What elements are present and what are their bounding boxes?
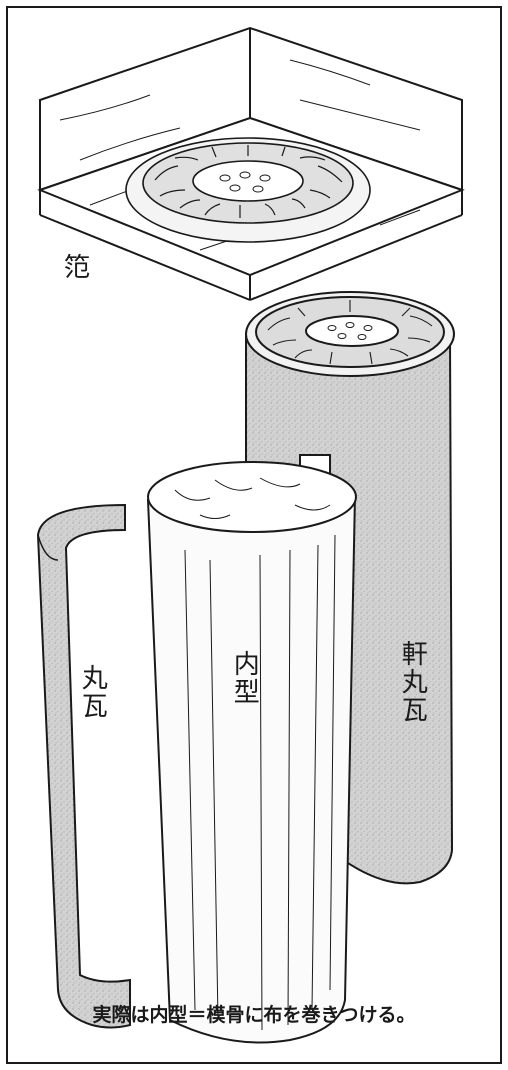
noki-marugawara-label: 軒丸瓦: [397, 640, 428, 724]
inner-mold-label: 内型: [229, 650, 260, 706]
mold-box: [37, 26, 465, 301]
marugawara-tile: [36, 503, 131, 1029]
caption: 実際は内型＝模骨に布を巻きつける。: [92, 1004, 416, 1026]
marugawara-label: 丸瓦: [77, 664, 108, 720]
mold-label: 笵: [64, 253, 91, 283]
mold-rosette: [125, 137, 371, 243]
inner-mold-cylinder: [146, 461, 357, 1044]
